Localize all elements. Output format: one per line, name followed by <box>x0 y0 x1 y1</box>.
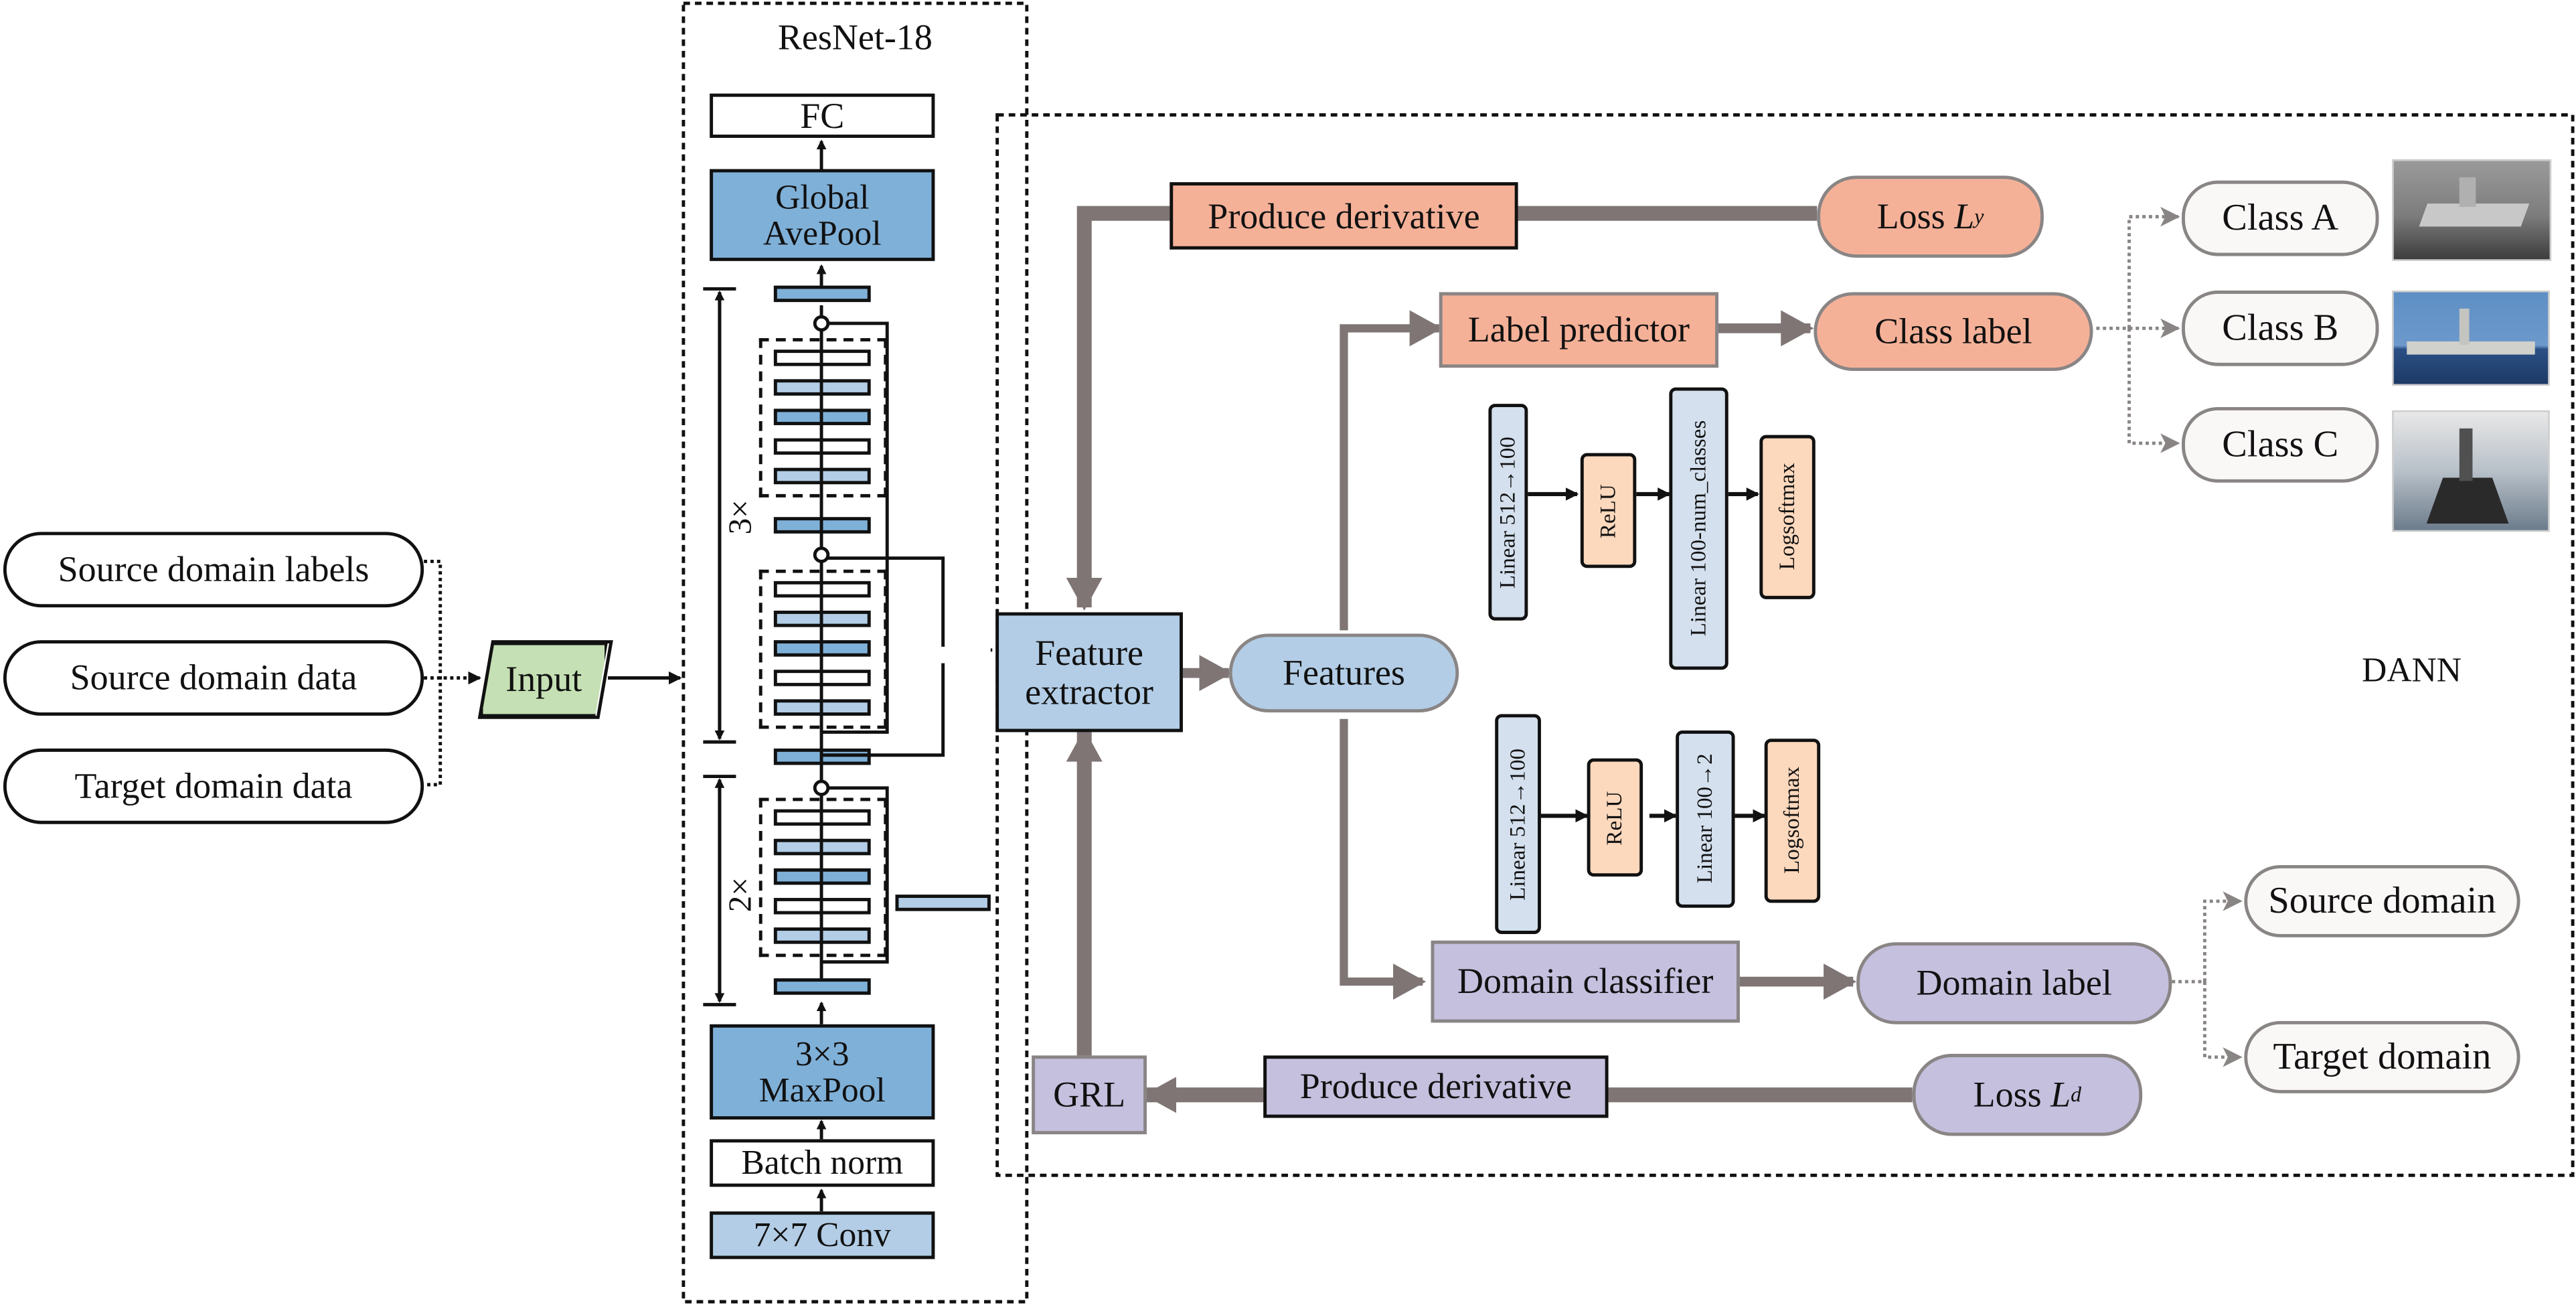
domain-label-text: Domain label <box>1916 962 2112 1004</box>
lp-relu: ReLU <box>1580 453 1637 568</box>
dann-title: DANN <box>2362 649 2462 690</box>
feature-extractor-line2: extractor <box>1025 670 1153 712</box>
dc-logsoftmax-text: Logsoftmax <box>1779 767 1804 874</box>
repeat-3x-label: 3× <box>722 500 758 535</box>
lp-linear-100-classes-text: Linear 100-num_classes <box>1685 420 1710 637</box>
loss-d-symbol: L <box>2050 1074 2071 1116</box>
class-c-node: Class C <box>2182 406 2379 483</box>
repeat-brackets <box>703 287 736 1004</box>
ship-hull-c <box>2426 477 2509 524</box>
dc-linear-100-2-text: Linear 100→2 <box>1692 754 1717 885</box>
loss-d-subscript: d <box>2071 1082 2082 1107</box>
input-source-labels-text: Source domain labels <box>58 548 370 591</box>
global-avepool-layer: Global AvePool <box>710 169 935 261</box>
lp-logsoftmax-text: Logsoftmax <box>1774 463 1799 571</box>
class-a-ship-image <box>2392 159 2552 261</box>
global-avepool-line2: AvePool <box>762 213 882 253</box>
lp-linear-100-classes: Linear 100-num_classes <box>1669 387 1728 670</box>
class-a-text: Class A <box>2222 197 2339 238</box>
produce-derivative-top: Produce derivative <box>1170 182 1518 250</box>
ship-mast-b <box>2459 308 2470 345</box>
block-bar <box>773 978 871 995</box>
class-connectors <box>2096 206 2243 1067</box>
downsample-bar <box>895 895 991 911</box>
domain-label-node: Domain label <box>1856 942 2172 1024</box>
repeat-2x-label: 2× <box>722 877 758 913</box>
domain-classifier: Domain classifier <box>1431 940 1740 1023</box>
class-b-node: Class B <box>2182 290 2379 366</box>
maxpool-line2: MaxPool <box>758 1070 886 1110</box>
dc-linear-100-2: Linear 100→2 <box>1676 730 1735 908</box>
dc-linear-512-100-text: Linear 512→100 <box>1504 748 1530 901</box>
fc-layer: FC <box>710 93 935 138</box>
label-predictor: Label predictor <box>1439 292 1718 368</box>
input-source-data: Source domain data <box>3 640 424 716</box>
class-label-node: Class label <box>1814 292 2093 372</box>
domain-classifier-text: Domain classifier <box>1457 961 1714 1002</box>
ship-hull-b <box>2407 341 2535 355</box>
input-connectors <box>424 559 482 787</box>
dc-relu-text: ReLU <box>1601 790 1627 845</box>
global-avepool-line1: Global <box>775 177 870 217</box>
class-label-text: Class label <box>1874 311 2032 352</box>
batch-norm-text: Batch norm <box>741 1143 904 1183</box>
class-c-text: Class C <box>2222 423 2339 465</box>
produce-derivative-bottom: Produce derivative <box>1263 1055 1609 1118</box>
input-source-labels: Source domain labels <box>3 532 424 608</box>
fc-layer-text: FC <box>800 95 845 137</box>
loss-d-prefix: Loss <box>1973 1074 2042 1116</box>
grl-node: GRL <box>1032 1055 1147 1135</box>
grl-text: GRL <box>1053 1074 1126 1116</box>
class-c-ship-image <box>2392 410 2550 532</box>
lp-logsoftmax: Logsoftmax <box>1759 435 1816 599</box>
input-target-data: Target domain data <box>3 748 424 824</box>
loss-y-symbol: L <box>1954 196 1975 238</box>
loss-y-subscript: y <box>1974 204 1984 229</box>
source-domain-text: Source domain <box>2268 879 2496 921</box>
feature-extractor-line1: Feature <box>1035 632 1144 674</box>
source-domain-node: Source domain <box>2244 864 2520 937</box>
dc-relu: ReLU <box>1587 758 1643 877</box>
loss-y-prefix: Loss <box>1876 196 1945 238</box>
features-node: Features <box>1228 633 1459 712</box>
ship-hull-a <box>2419 203 2530 227</box>
target-domain-text: Target domain <box>2273 1035 2492 1077</box>
produce-derivative-bottom-text: Produce derivative <box>1299 1066 1573 1107</box>
input-source-data-text: Source domain data <box>70 657 357 699</box>
block-output-bar <box>773 285 871 303</box>
class-b-ship-image <box>2392 290 2550 386</box>
maxpool-line1: 3×3 <box>795 1034 850 1074</box>
batch-norm-layer: Batch norm <box>710 1139 935 1187</box>
features-text: Features <box>1283 652 1405 694</box>
class-b-text: Class B <box>2222 307 2339 348</box>
class-a-node: Class A <box>2182 180 2379 256</box>
feature-extractor: Feature extractor <box>995 612 1183 733</box>
dc-linear-512-100: Linear 512→100 <box>1495 714 1541 934</box>
lp-linear-512-100-text: Linear 512→100 <box>1495 436 1520 589</box>
dc-logsoftmax: Logsoftmax <box>1764 739 1821 903</box>
ship-mast-c <box>2459 428 2473 481</box>
lp-relu-text: ReLU <box>1595 483 1620 538</box>
ship-mast-a <box>2459 177 2476 207</box>
maxpool-layer: 3×3 MaxPool <box>710 1024 935 1120</box>
layer-arrows <box>1528 487 1767 823</box>
conv-text: 7×7 Conv <box>753 1215 891 1255</box>
input-target-data-text: Target domain data <box>74 765 353 807</box>
produce-derivative-top-text: Produce derivative <box>1208 195 1480 236</box>
resnet-title: ResNet-18 <box>777 17 933 58</box>
lp-linear-512-100: Linear 512→100 <box>1488 404 1528 621</box>
target-domain-node: Target domain <box>2244 1020 2520 1093</box>
label-predictor-text: Label predictor <box>1467 309 1690 351</box>
conv-layer: 7×7 Conv <box>710 1211 935 1259</box>
